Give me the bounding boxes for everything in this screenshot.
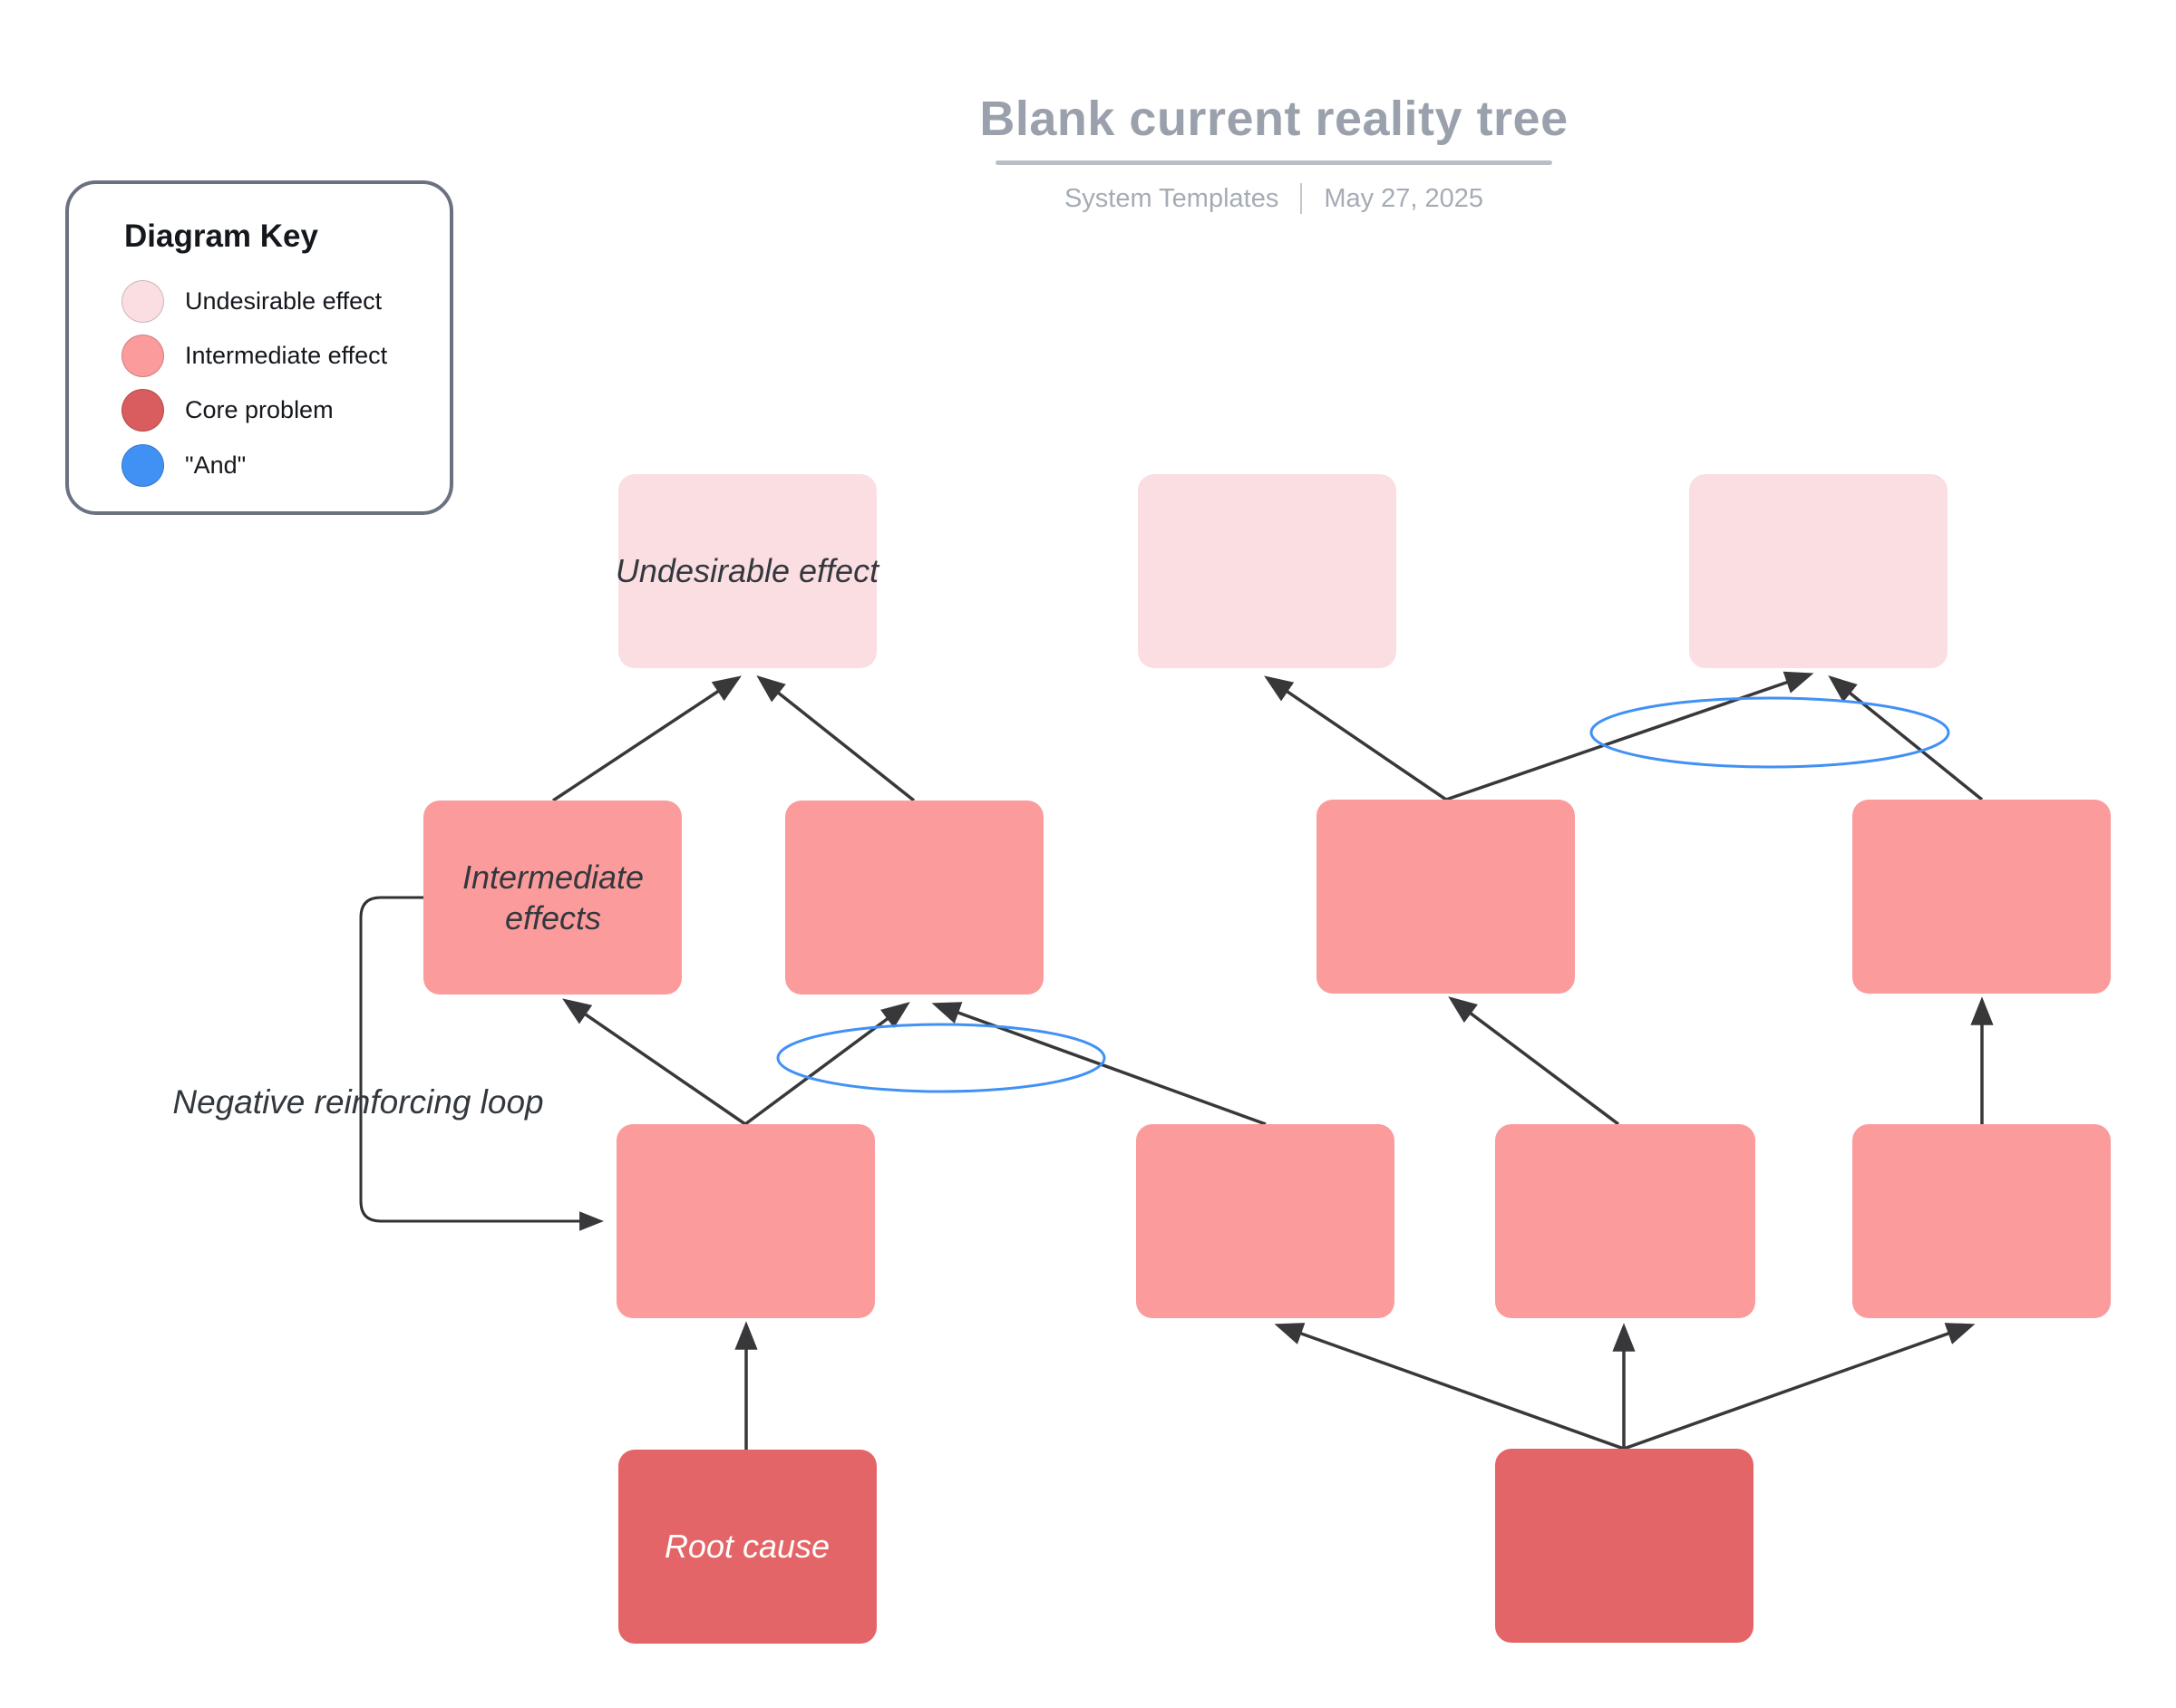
loop-connector[interactable] (359, 896, 605, 1231)
key-label-undesirable-effect: Undesirable effect (185, 286, 383, 315)
and-connector-ellipse-2[interactable] (776, 1023, 1106, 1093)
key-swatch-and (121, 443, 164, 487)
node-intermediate-1[interactable] (423, 801, 682, 995)
node-undesirable-2[interactable] (1138, 474, 1396, 668)
node-label-undesirable-effect: Undesirable effect (616, 552, 880, 589)
subtitle-divider-bar (1300, 183, 1303, 214)
subtitle-source: System Templates (1064, 183, 1279, 213)
key-item-and: "And" (121, 443, 246, 487)
arrow-intermediate3-to-undesirable3[interactable] (1445, 671, 1814, 801)
loop-annotation: Negative reinforcing loop (172, 1083, 543, 1121)
key-swatch-undesirable-effect (121, 279, 164, 323)
key-label-and: "And" (185, 451, 247, 479)
node-intermediate-5[interactable] (617, 1124, 875, 1318)
arrow-intermediate1-to-undesirable1[interactable] (552, 675, 742, 802)
node-intermediate-4[interactable] (1852, 800, 2111, 994)
arrow-intermediate5-to-intermediate1[interactable] (562, 998, 746, 1126)
title-underline (996, 160, 1552, 165)
node-undesirable-3[interactable] (1689, 474, 1948, 668)
arrow-intermediate7-to-intermediate3[interactable] (1448, 996, 1620, 1126)
key-swatch-core-problem (121, 388, 164, 432)
node-intermediate-3[interactable] (1316, 800, 1575, 994)
node-intermediate-7[interactable] (1495, 1124, 1755, 1318)
arrow-intermediate3-to-undesirable2[interactable] (1264, 675, 1447, 801)
key-label-intermediate-effect: Intermediate effect (185, 341, 388, 369)
subtitle: System Templates May 27, 2025 (861, 183, 1686, 214)
node-intermediate-6[interactable] (1136, 1124, 1394, 1318)
and-connector-ellipse-1[interactable] (1589, 696, 1950, 769)
key-item-core-problem: Core problem (121, 388, 334, 432)
diagram-key-panel: Diagram Key Undesirable effect Intermedi… (65, 180, 453, 515)
arrow-core2-to-intermediate6[interactable] (1274, 1323, 1625, 1451)
node-core-1-root-cause[interactable] (618, 1450, 877, 1644)
node-intermediate-2[interactable] (785, 801, 1044, 995)
key-label-core-problem: Core problem (185, 395, 334, 423)
key-item-intermediate-effect: Intermediate effect (121, 334, 387, 377)
node-core-2[interactable] (1495, 1449, 1753, 1643)
arrow-intermediate4-to-undesirable3[interactable] (1828, 675, 1984, 801)
page-title: Blank current reality tree (979, 92, 1569, 146)
diagram-key-title: Diagram Key (124, 218, 318, 254)
arrow-intermediate2-to-undesirable1[interactable] (756, 675, 916, 802)
key-swatch-intermediate-effect (121, 334, 164, 377)
key-item-undesirable-effect: Undesirable effect (121, 279, 382, 323)
arrow-intermediate5-to-intermediate2[interactable] (743, 1002, 910, 1126)
node-undesirable-1[interactable] (618, 474, 877, 668)
arrow-core2-to-intermediate8[interactable] (1623, 1323, 1976, 1451)
node-label-root-cause: Root cause (665, 1528, 830, 1565)
node-intermediate-8[interactable] (1852, 1124, 2111, 1318)
subtitle-date: May 27, 2025 (1324, 183, 1484, 213)
